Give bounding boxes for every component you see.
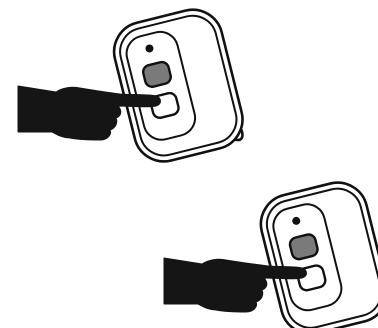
remote-key-fob (255, 176, 378, 328)
fob-outer-shell (108, 3, 249, 167)
panel-bottom (164, 176, 378, 328)
panel-top (18, 3, 249, 167)
remote-key-fob (108, 3, 249, 167)
